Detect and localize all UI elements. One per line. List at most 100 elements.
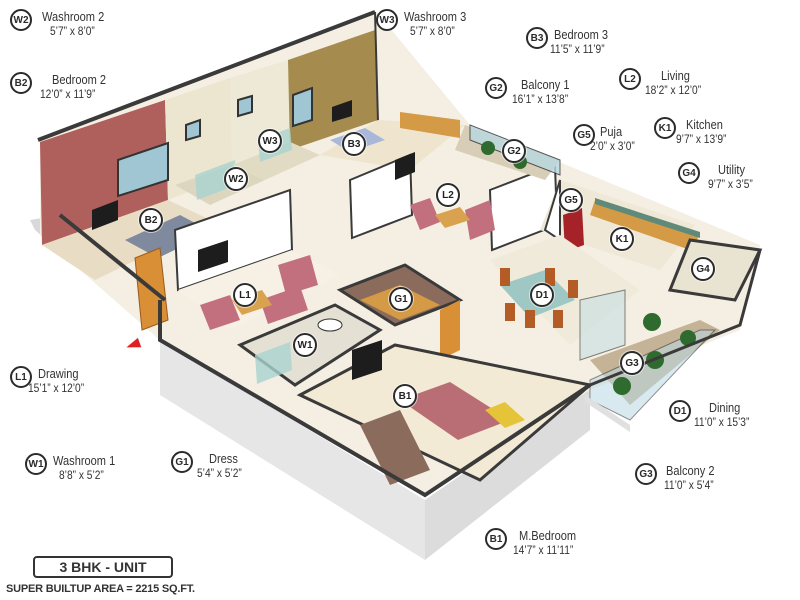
legend-utility: G4 Utility 9’7” x 3’5” bbox=[678, 162, 761, 192]
room-code-badge: B1 bbox=[485, 528, 507, 550]
map-marker-g5: G5 bbox=[559, 188, 583, 212]
room-name: Washroom 2 bbox=[42, 9, 105, 24]
exterior-wall-front-right bbox=[425, 385, 590, 560]
room-name: Washroom 3 bbox=[404, 9, 467, 24]
drawing-tv bbox=[198, 240, 228, 272]
washroom2-window bbox=[185, 118, 201, 142]
living-sofa-2 bbox=[465, 200, 495, 240]
room-code-badge: K1 bbox=[654, 117, 676, 139]
back-wall-edge bbox=[374, 11, 379, 123]
room-code-badge: G5 bbox=[573, 124, 595, 146]
map-marker-b3: B3 bbox=[342, 132, 366, 156]
room-dims: 2’0” x 3’0” bbox=[590, 139, 635, 153]
legend-bedroom2: B2 Bedroom 2 12’0” x 11’9” bbox=[10, 72, 116, 102]
room-dims: 14’7” x 11’11” bbox=[513, 543, 574, 557]
room-dims: 12’0” x 11’9” bbox=[40, 87, 96, 101]
room-dims: 11’5” x 11’9” bbox=[550, 42, 605, 56]
unit-type-label: 3 BHK - UNIT bbox=[33, 556, 173, 578]
room-dims: 9’7” x 3’5” bbox=[708, 177, 753, 191]
bedroom2-wall bbox=[40, 100, 168, 245]
room-dims: 5’4” x 5’2” bbox=[197, 466, 242, 480]
room-code-badge: L1 bbox=[10, 366, 32, 388]
room-name: Balcony 1 bbox=[521, 77, 570, 92]
balcony2-base bbox=[585, 395, 630, 432]
legend-washroom3: W3 Washroom 3 5’7” x 8’0” bbox=[376, 9, 477, 39]
room-name: Washroom 1 bbox=[53, 453, 116, 468]
room-code-badge: B2 bbox=[10, 72, 32, 94]
super-builtup-area: SUPER BUILTUP AREA = 2215 SQ.FT. bbox=[6, 583, 195, 595]
washroom3-window bbox=[237, 94, 253, 118]
map-marker-l1: L1 bbox=[233, 283, 257, 307]
room-name: Living bbox=[661, 68, 690, 83]
legend-drawing: L1 Drawing 15’1” x 12’0” bbox=[10, 366, 94, 396]
map-marker-g1: G1 bbox=[389, 287, 413, 311]
map-marker-k1: K1 bbox=[610, 227, 634, 251]
room-dims: 15’1” x 12’0” bbox=[28, 381, 85, 395]
mbedroom-bed bbox=[400, 382, 510, 440]
bedroom3-wardrobe bbox=[400, 112, 460, 138]
room-name: Dining bbox=[709, 400, 741, 415]
washroom1-glass bbox=[255, 342, 292, 384]
legend-mbedroom: B1 M.Bedroom 14’7” x 11’11” bbox=[485, 528, 586, 558]
plants bbox=[481, 141, 696, 395]
room-dims: 8’8” x 5’2” bbox=[59, 468, 104, 482]
room-code-badge: W2 bbox=[10, 9, 32, 31]
room-code-badge: D1 bbox=[669, 400, 691, 422]
legend-puja: G5 Puja 2’0” x 3’0” bbox=[573, 124, 643, 154]
room-code-badge: G1 bbox=[171, 451, 193, 473]
room-code-badge: W1 bbox=[25, 453, 47, 475]
kitchen-counter bbox=[590, 200, 700, 250]
room-name: M.Bedroom bbox=[519, 528, 577, 543]
kitchen-wall bbox=[543, 179, 561, 242]
mbedroom-pillows bbox=[485, 402, 525, 428]
legend-bedroom3: B3 Bedroom 3 11’5” x 11’9” bbox=[526, 27, 618, 57]
dress-door bbox=[440, 300, 460, 360]
drawing-sofa-2 bbox=[260, 286, 308, 324]
drawing-sofa-1 bbox=[200, 295, 240, 330]
bedroom2-tv bbox=[92, 200, 118, 230]
map-marker-g3: G3 bbox=[620, 351, 644, 375]
room-name: Kitchen bbox=[686, 117, 723, 132]
room-dims: 18’2” x 12’0” bbox=[645, 83, 702, 97]
legend-balcony1: G2 Balcony 1 16’1” x 13’8” bbox=[485, 77, 578, 107]
room-code-badge: G4 bbox=[678, 162, 700, 184]
room-dims: 16’1” x 13’8” bbox=[512, 92, 569, 106]
room-code-badge: B3 bbox=[526, 27, 548, 49]
room-dims: 11’0” x 15’3” bbox=[694, 415, 750, 429]
map-marker-g4: G4 bbox=[691, 257, 715, 281]
map-marker-d1: D1 bbox=[530, 283, 554, 307]
mbedroom-tv bbox=[352, 340, 382, 380]
living-tv bbox=[395, 152, 415, 180]
legend-balcony2: G3 Balcony 2 11’0” x 5’4” bbox=[635, 463, 723, 493]
room-name: Utility bbox=[718, 162, 746, 177]
washroom3-floor bbox=[232, 142, 320, 180]
legend-kitchen: K1 Kitchen 9’7” x 13’9” bbox=[654, 117, 735, 147]
legend-washroom2: W2 Washroom 2 5’7” x 8’0” bbox=[10, 9, 115, 39]
living-sofa-1 bbox=[410, 198, 440, 230]
map-marker-w3: W3 bbox=[258, 129, 282, 153]
room-name: Drawing bbox=[38, 366, 79, 381]
room-code-badge: G3 bbox=[635, 463, 657, 485]
bedroom3-window bbox=[292, 86, 313, 128]
utility-floor bbox=[667, 238, 763, 302]
room-name: Bedroom 2 bbox=[52, 72, 107, 87]
left-wall-edge bbox=[58, 213, 167, 302]
back-wall-top bbox=[37, 10, 376, 142]
dining-chairs bbox=[500, 268, 578, 328]
room-dims: 5’7” x 8’0” bbox=[50, 24, 95, 38]
drawing-chair bbox=[278, 255, 318, 295]
front-wall-edge bbox=[158, 300, 592, 498]
dining-glass-partition bbox=[579, 289, 626, 361]
map-marker-b2: B2 bbox=[139, 208, 163, 232]
kitchen-counter-top bbox=[595, 198, 700, 238]
map-marker-b1: B1 bbox=[393, 384, 417, 408]
room-dims: 11’0” x 5’4” bbox=[664, 478, 714, 492]
map-marker-w1: W1 bbox=[293, 333, 317, 357]
legend-dress: G1 Dress 5’4” x 5’2” bbox=[171, 451, 250, 481]
map-marker-w2: W2 bbox=[224, 167, 248, 191]
bedroom2-window bbox=[117, 141, 169, 198]
map-marker-g2: G2 bbox=[502, 139, 526, 163]
room-dims: 5’7” x 8’0” bbox=[410, 24, 455, 38]
living-table bbox=[435, 207, 470, 228]
room-code-badge: W3 bbox=[376, 9, 398, 31]
